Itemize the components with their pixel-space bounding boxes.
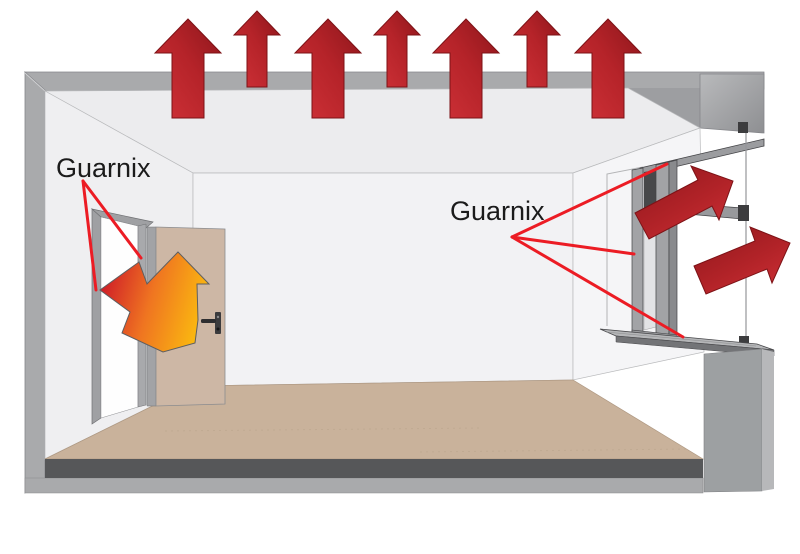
- window-reveal-edge: [606, 166, 644, 326]
- door-lock-plate: [215, 312, 221, 334]
- heat-loss-arrow-up-1: [153, 18, 223, 119]
- heat-loss-arrow-up-3: [293, 18, 363, 119]
- door-draft-arrow: [99, 251, 211, 353]
- exterior-wall-below-window: [703, 348, 763, 493]
- heat-loss-arrow-window-2: [693, 226, 791, 295]
- heat-loss-arrow-up-7: [573, 18, 643, 119]
- window-lintel-block: [699, 73, 765, 134]
- ceiling-heat-loss-arrows: [153, 10, 643, 119]
- heat-loss-arrow-up-2: [232, 10, 282, 88]
- window-heat-loss-arrows: [634, 165, 791, 295]
- right-pointer-line-3: [510, 235, 685, 339]
- door-keyhole: [216, 327, 220, 331]
- left-callout-pointer-lines: [81, 179, 143, 292]
- right-callout-pointer-lines: [510, 162, 685, 339]
- floor-seam-line: [419, 448, 689, 453]
- left-wall-section: [24, 71, 46, 494]
- window-sill-groove: [605, 331, 757, 347]
- heat-loss-arrow-up-6: [512, 10, 562, 88]
- corner-miter-line: [24, 72, 46, 92]
- left-pointer-line-2: [81, 179, 143, 260]
- heat-loss-arrow-up-5: [431, 18, 501, 119]
- window-front-frame-edge: [668, 159, 678, 337]
- heat-loss-arrow-window-1: [634, 165, 734, 240]
- casement-mid-bracket: [738, 205, 749, 221]
- door-lock-screw: [216, 315, 220, 319]
- floor-slab-section: [24, 477, 704, 494]
- left-callout-label: Guarnix: [56, 153, 151, 183]
- casement-bottom-bracket: [739, 336, 749, 348]
- left-pointer-line-1: [81, 179, 98, 292]
- window-mullion: [655, 161, 670, 337]
- floor-seam-line: [164, 427, 481, 432]
- casement-top-bracket: [738, 122, 748, 133]
- heat-loss-arrow-up-4: [372, 10, 422, 88]
- right-callout-label: Guarnix: [450, 196, 545, 226]
- right-pointer-line-2: [510, 235, 636, 256]
- door-handle-lever: [201, 319, 216, 323]
- right-pointer-line-1: [510, 162, 669, 239]
- warm-air-draft-arrow-door: [99, 251, 211, 353]
- door-frame-left-jamb: [91, 208, 102, 425]
- exterior-wall-corner-strip: [762, 349, 774, 491]
- baseboard-front-edge: [45, 459, 703, 478]
